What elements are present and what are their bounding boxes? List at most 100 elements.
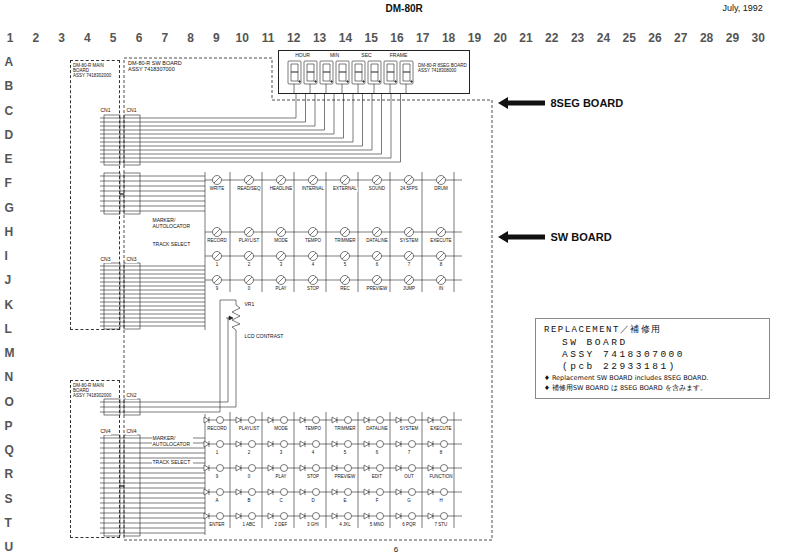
switch-symbol (309, 228, 318, 237)
matrix-line (358, 172, 359, 292)
schematic-group (100, 58, 545, 540)
wire (140, 473, 205, 474)
switch-symbol (341, 176, 350, 185)
led-symbol (428, 513, 433, 519)
grid-index: 13 (312, 32, 326, 45)
wire (140, 326, 205, 327)
switch-symbol (373, 252, 382, 261)
digit-segments (339, 64, 346, 81)
led-symbol (396, 441, 401, 447)
led-symbol (268, 417, 273, 423)
wire (140, 493, 205, 494)
matrix-line (230, 172, 231, 292)
switch-symbol (313, 441, 320, 448)
label-text: MIN (329, 53, 339, 59)
grid-index: 6 (135, 32, 143, 45)
led-symbol (428, 465, 433, 471)
led-bar (273, 513, 274, 519)
switch-contact (342, 177, 348, 183)
grid-index: T (4, 517, 12, 530)
wire (140, 270, 205, 271)
label-text: G (407, 499, 412, 504)
trace (390, 84, 391, 94)
switch-contact (246, 177, 252, 183)
switch-symbol (373, 276, 382, 285)
label-text: SOUND (368, 187, 385, 192)
label-text: IN (438, 287, 444, 292)
label-text: 2 (247, 451, 251, 456)
pin-line (100, 513, 140, 514)
switch-symbol (405, 276, 414, 285)
switch-contact (406, 277, 412, 283)
led-bar (433, 513, 434, 519)
pin-line (100, 206, 140, 207)
led-bar (433, 441, 434, 447)
connector-block (104, 263, 120, 329)
matrix-line (454, 172, 455, 292)
switch-contact (438, 277, 444, 283)
switch-contact (278, 277, 284, 283)
led-symbol (236, 513, 241, 519)
label-text: MODE (274, 239, 289, 244)
digit-segments (371, 64, 378, 81)
pin-line (100, 274, 140, 275)
led-symbol (204, 465, 209, 471)
grid-index: 16 (390, 32, 404, 45)
digit-segments (323, 64, 330, 81)
grid-index: 17 (416, 32, 430, 45)
switch-symbol (377, 417, 384, 424)
wire (140, 302, 205, 303)
digit-point (363, 81, 365, 83)
pin-line (100, 270, 140, 271)
label-text: STOP (306, 475, 319, 480)
switch-symbol (313, 513, 320, 520)
label-text: 5 MNO (369, 523, 384, 528)
led-symbol (428, 417, 433, 423)
pin-line (100, 318, 140, 319)
pin-line (100, 142, 140, 143)
label-text: E (343, 499, 347, 504)
matrix-line (390, 412, 391, 528)
connector-block (104, 435, 120, 536)
switch-symbol (441, 441, 448, 448)
led-bar (273, 489, 274, 495)
led-bar (337, 489, 338, 495)
switch-symbol (409, 417, 416, 424)
wire (140, 483, 205, 484)
switch-contact (310, 177, 316, 183)
wire (140, 206, 205, 207)
led-symbol (332, 513, 337, 519)
grid-index: D (4, 129, 14, 142)
switch-symbol (217, 513, 224, 520)
wire (140, 282, 205, 283)
led-symbol (204, 441, 209, 447)
digit-point (347, 81, 349, 83)
wire (140, 458, 205, 459)
led-bar (305, 441, 306, 447)
wire (140, 274, 205, 275)
label-text: 1 (215, 263, 219, 268)
switch-contact (342, 277, 348, 283)
led-bar (337, 441, 338, 447)
wire (140, 191, 205, 192)
switch-symbol (217, 417, 224, 424)
digit-point (315, 81, 317, 83)
label-text: 9 (215, 475, 219, 480)
switch-contact (438, 229, 444, 235)
switch-symbol (341, 276, 350, 285)
pin-line (100, 294, 140, 295)
label-text: PLAY (275, 287, 287, 292)
switch-symbol (441, 513, 448, 520)
led-symbol (300, 489, 305, 495)
pin-line (100, 533, 140, 534)
grid-index: N (4, 371, 14, 384)
wire (140, 300, 236, 412)
grid-index: J (4, 274, 12, 287)
wire (140, 286, 205, 287)
label-text: CN4 (126, 429, 137, 435)
switch-symbol (405, 252, 414, 261)
switch-symbol (281, 513, 288, 520)
label-text: 1 ABC (242, 523, 256, 528)
label-text: 5 (343, 451, 347, 456)
pin-line (100, 126, 140, 127)
